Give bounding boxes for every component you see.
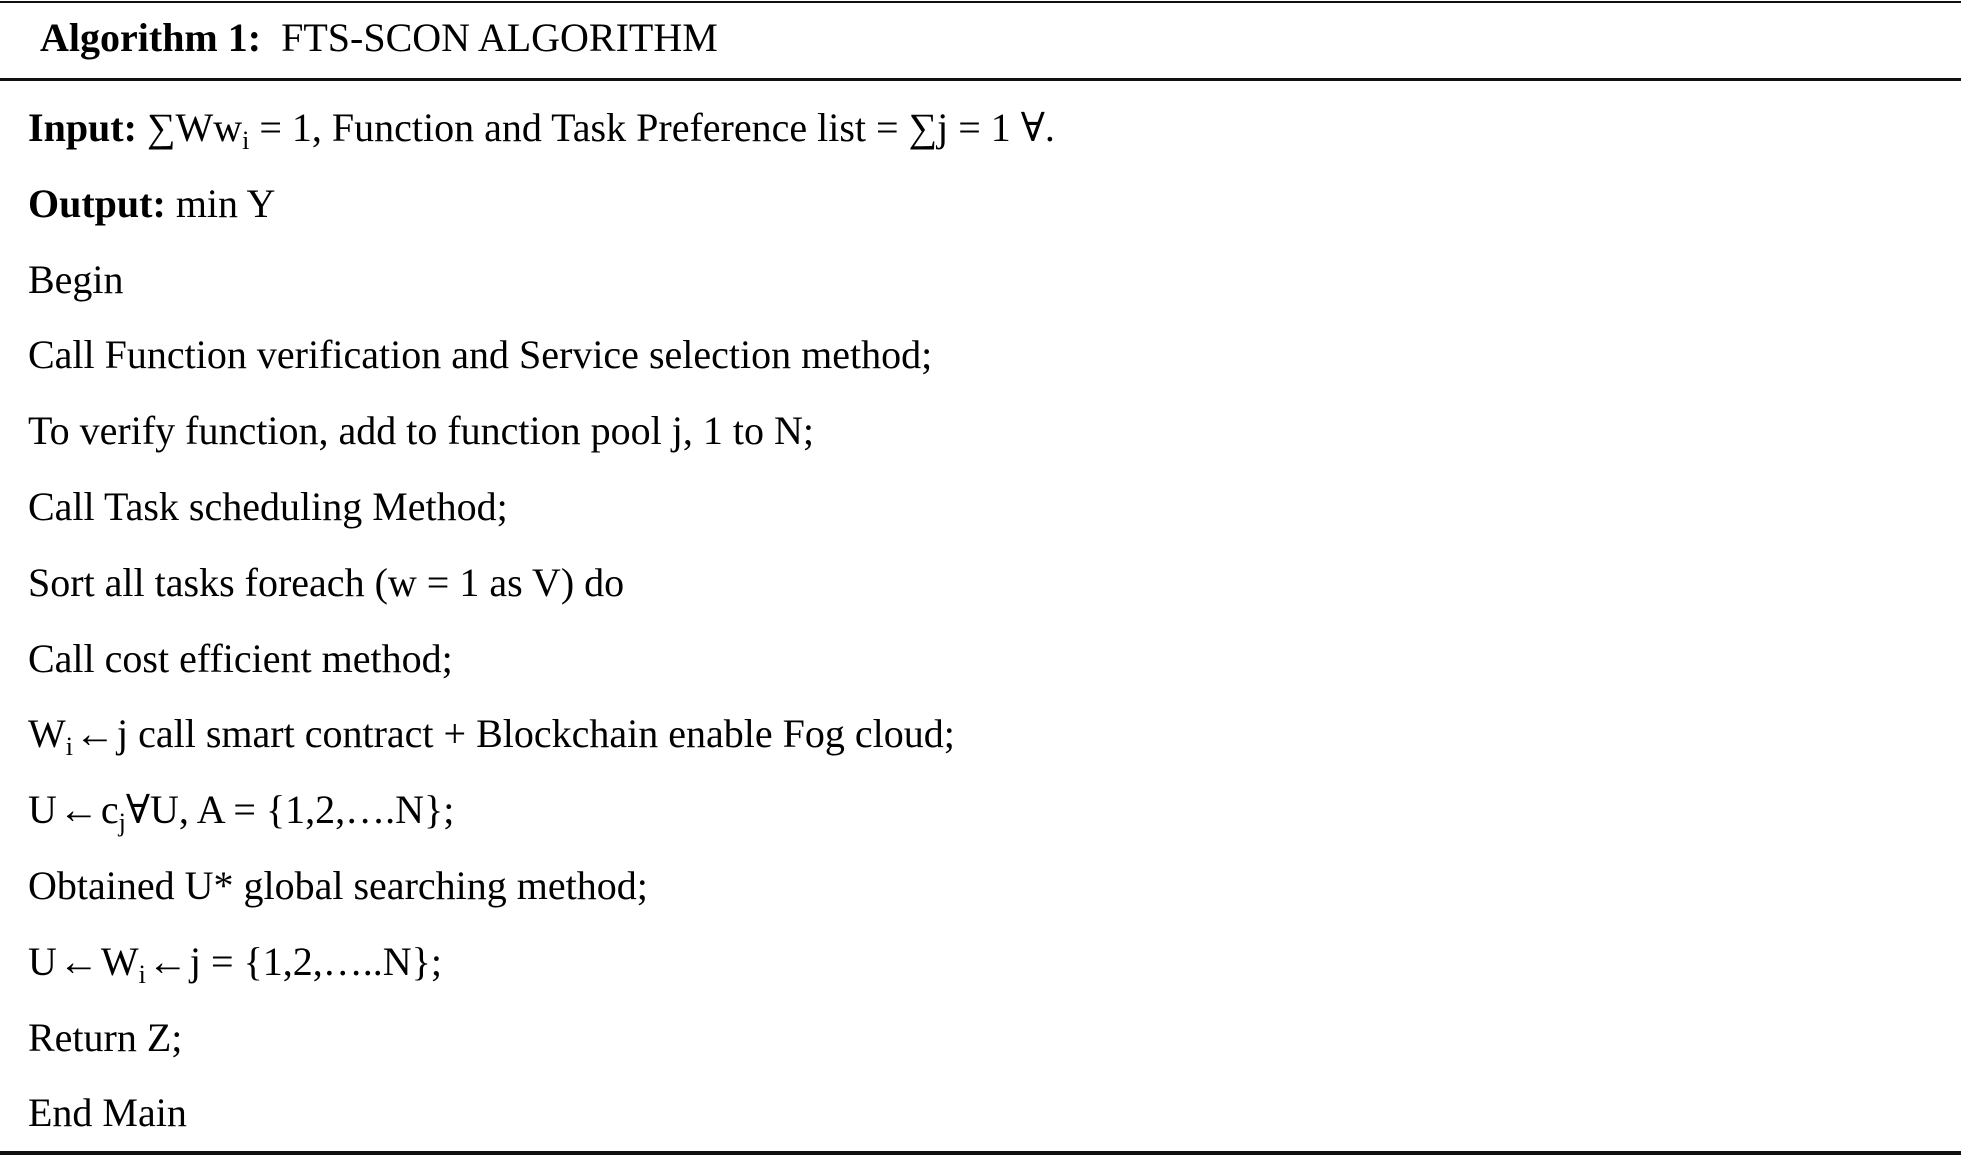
left-arrow-icon: ← <box>147 938 188 984</box>
left-arrow-icon: ← <box>75 711 115 757</box>
top-rule <box>0 1 1961 3</box>
wi-rest: j call smart contract + Blockchain enabl… <box>117 711 955 757</box>
left-arrow-icon: ← <box>58 938 99 984</box>
left-arrow-icon: ← <box>58 787 99 833</box>
step-wi-smart-contract: Wi←j call smart contract + Blockchain en… <box>28 706 1055 782</box>
input-w: Ww <box>175 105 243 150</box>
step-u-wi-j: U←Wi←j = {1,2,…..N}; <box>28 934 1055 1010</box>
w-sub-i: i <box>65 732 73 762</box>
algorithm-name: FTS-SCON ALGORITHM <box>281 15 718 60</box>
bottom-rule <box>0 1151 1961 1155</box>
w-sub-i: i <box>138 959 146 989</box>
step-call-function-verification: Call Function verification and Service s… <box>28 332 933 378</box>
output-line: Output: min Y <box>28 176 1055 252</box>
u-var: U <box>28 938 57 984</box>
input-line: Input: ∑Wwi = 1, Function and Task Prefe… <box>28 100 1055 176</box>
c-sub-j: j <box>118 808 126 838</box>
output-label: Output: <box>28 180 166 226</box>
step-sort-tasks: Sort all tasks foreach (w = 1 as V) do <box>28 559 625 605</box>
step-call-task-scheduling: Call Task scheduling Method; <box>28 483 508 529</box>
input-label: Input: <box>28 105 137 150</box>
step-return: Return Z; <box>28 1014 183 1060</box>
step-call-cost-efficient: Call cost efficient method; <box>28 635 453 681</box>
uwj-rest: j = {1,2,…..N}; <box>189 938 442 984</box>
c-var: c <box>100 787 119 833</box>
algorithm-label: Algorithm 1: <box>40 15 262 60</box>
uc-rest: ∀U, A = {1,2,….N}; <box>125 787 455 833</box>
input-sub-i: i <box>242 126 250 155</box>
step-begin: Begin <box>28 256 124 302</box>
output-value: min Y <box>165 180 276 226</box>
step-end-main: End Main <box>28 1090 187 1136</box>
step-obtained-u-star: Obtained U* global searching method; <box>28 862 648 908</box>
u-var: U <box>28 787 57 833</box>
w-var: W <box>100 938 139 984</box>
w-var: W <box>28 711 66 757</box>
input-rest: = 1, Function and Task Preference list =… <box>249 105 1055 150</box>
algorithm-body: Input: ∑Wwi = 1, Function and Task Prefe… <box>28 100 1055 1161</box>
header-rule <box>0 78 1961 81</box>
step-verify-function: To verify function, add to function pool… <box>28 408 814 454</box>
sum-symbol: ∑ <box>146 105 176 150</box>
algorithm-title: Algorithm 1: FTS-SCON ALGORITHM <box>40 14 718 62</box>
step-u-cj: U←cj∀U, A = {1,2,….N}; <box>28 782 1055 858</box>
